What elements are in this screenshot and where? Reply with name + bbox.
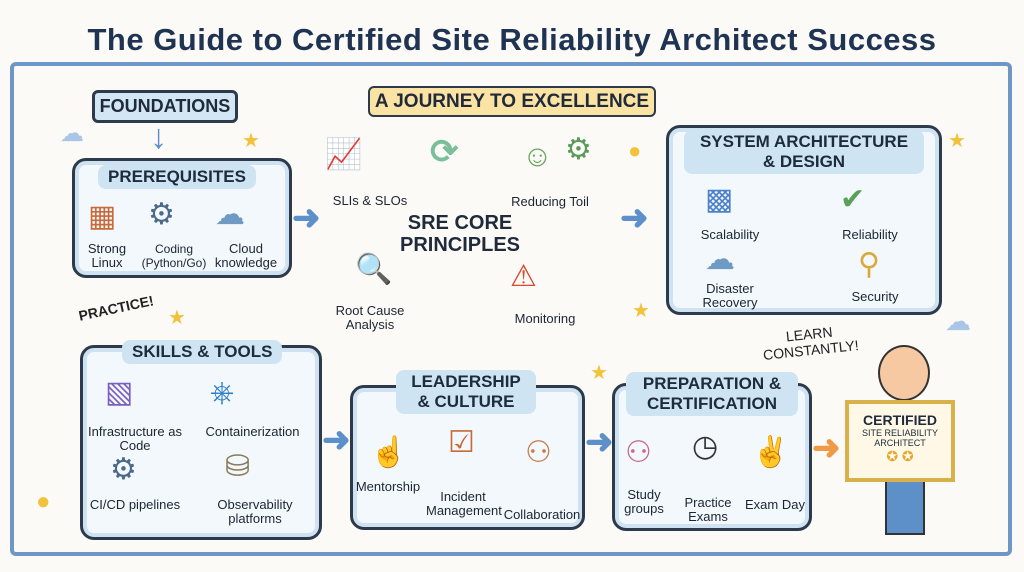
core-title: SRE CORE PRINCIPLES (400, 212, 521, 256)
right-arrow-icon: ➜ (585, 423, 614, 461)
star-icon: ★ (632, 300, 650, 322)
right-arrow-icon: ➜ (812, 429, 841, 467)
star-icon: ★ (242, 130, 260, 152)
lightbulb-icon: ● (628, 138, 642, 163)
cycle-arrow-icon: ⟳ (430, 133, 459, 171)
checklist-icon: ☑ (448, 426, 475, 459)
medal-icon: ✪ ✪ (886, 448, 914, 464)
certificate-line2: SITE RELIABILITY (861, 428, 939, 438)
preparation-header: PREPARATION & CERTIFICATION (626, 372, 798, 416)
item-coding: Coding (Python/Go) (141, 242, 207, 270)
cubes-icon: ▩ (705, 183, 734, 216)
team-icon: ⚇ (525, 436, 552, 469)
item-cloud: Cloud knowledge (214, 241, 278, 270)
right-arrow-icon: ➜ (620, 199, 649, 237)
right-arrow-icon: ➜ (292, 199, 321, 237)
gears-icon: ⚙ (148, 198, 175, 231)
cloud-recovery-icon: ☁ (705, 243, 735, 276)
item-cicd: CI/CD pipelines (89, 497, 181, 512)
skills-box (80, 345, 322, 540)
architecture-header: SYSTEM ARCHITECTURE & DESIGN (684, 130, 924, 174)
item-observability: Observability platforms (217, 497, 293, 526)
item-exam-day: Exam Day (745, 497, 805, 512)
down-arrow-icon: ↓ (150, 118, 167, 156)
study-group-icon: ⚇ (625, 436, 652, 469)
handshake-icon: ☝ (370, 436, 408, 469)
celebrate-icon: ✌ (752, 436, 790, 469)
item-security: Security (851, 289, 899, 304)
shield-icon: ✔ (840, 183, 866, 216)
database-icon: ⛁ (225, 450, 251, 483)
item-scalability: Scalability (700, 227, 760, 242)
item-study-groups: Study groups (624, 487, 664, 516)
magnifier-icon: 🔍 (355, 253, 393, 286)
item-containerization: Containerization (205, 424, 300, 439)
item-reducing-toil: Reducing Toil (511, 194, 589, 209)
dashboard-icon: ⚠ (510, 260, 537, 293)
cloud-icon: ☁ (60, 120, 84, 147)
star-icon: ★ (948, 130, 966, 152)
star-icon: ★ (590, 362, 608, 384)
pipeline-gears-icon: ⚙ (110, 453, 137, 486)
person-laptop-icon: ☺ (522, 140, 553, 173)
container-icon: ⎈ (210, 376, 234, 409)
item-strong-linux: Strong Linux (87, 241, 127, 270)
cloud-icon: ☁ (215, 198, 245, 231)
certificate-line1: CERTIFIED (863, 412, 937, 428)
page-title: The Guide to Certified Site Reliability … (87, 22, 937, 57)
lock-icon: ⚲ (858, 248, 880, 281)
prerequisites-header: PREREQUISITES (98, 165, 256, 189)
item-root-cause: Root Cause Analysis (335, 303, 405, 332)
journey-banner: A JOURNEY TO EXCELLENCE (368, 86, 656, 117)
foundations-label: FOUNDATIONS (92, 90, 238, 123)
item-reliability: Reliability (842, 227, 898, 242)
person-head (878, 345, 930, 401)
item-collaboration: Collaboration (503, 507, 581, 522)
item-practice-exams: Practice Exams (684, 495, 732, 524)
star-icon: ★ (168, 307, 186, 329)
gears-icon: ⚙ (565, 133, 592, 166)
item-incident-management: Incident Management (426, 489, 502, 518)
right-arrow-icon: ➜ (322, 421, 351, 459)
skills-header: SKILLS & TOOLS (122, 340, 283, 364)
item-iac: Infrastructure as Code (88, 424, 182, 453)
item-monitoring: Monitoring (514, 311, 576, 326)
clock-icon: ◷ (692, 430, 719, 463)
books-icon: ▦ (88, 200, 117, 233)
leadership-header: LEADERSHIP & CULTURE (396, 370, 536, 414)
cloud-icon: ☁ (945, 306, 971, 336)
code-icon: ▧ (105, 376, 134, 409)
certificate: CERTIFIED SITE RELIABILITY ARCHITECT ✪ ✪ (845, 400, 955, 482)
item-mentorship: Mentorship (355, 479, 421, 494)
item-disaster-recovery: Disaster Recovery (702, 281, 758, 310)
outer-frame (10, 62, 1012, 556)
architecture-header-text: SYSTEM ARCHITECTURE & DESIGN (699, 132, 909, 171)
certificate-line3: ARCHITECT (874, 438, 926, 448)
lightbulb-icon: ● (36, 488, 51, 515)
chart-icon: 📈 (325, 138, 363, 171)
item-slis-slos: SLIs & SLOs (332, 193, 408, 208)
